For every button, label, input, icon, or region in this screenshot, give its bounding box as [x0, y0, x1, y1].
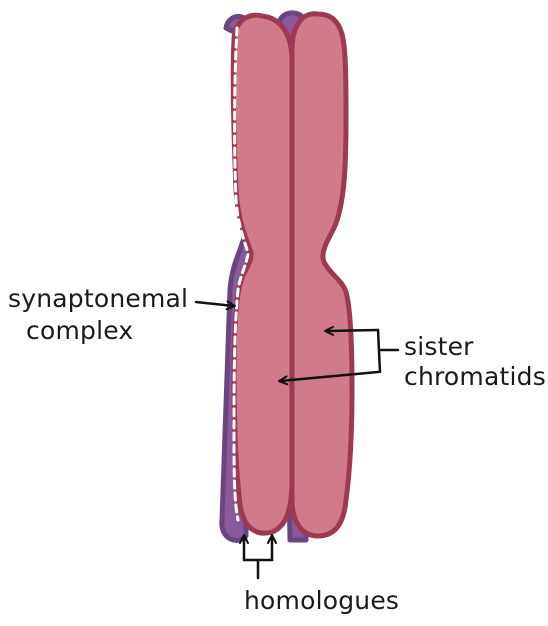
sister-bracket-line: [378, 330, 398, 372]
synaptonemal-label-line1: synaptonemal: [8, 284, 188, 314]
sister-label-line1: sister: [404, 332, 474, 362]
homologues-bracket: [244, 536, 272, 578]
right-sister-chromatid: [292, 14, 352, 536]
homologue-bracket-line: [244, 560, 272, 578]
sister-arrow-upper: [326, 330, 378, 331]
front-homologue: [233, 14, 352, 536]
synaptonemal-label-line2: complex: [26, 316, 133, 346]
left-sister-chromatid: [233, 15, 292, 533]
sister-label-line2: chromatids: [404, 362, 546, 392]
homologues-label: homologues: [244, 586, 399, 616]
